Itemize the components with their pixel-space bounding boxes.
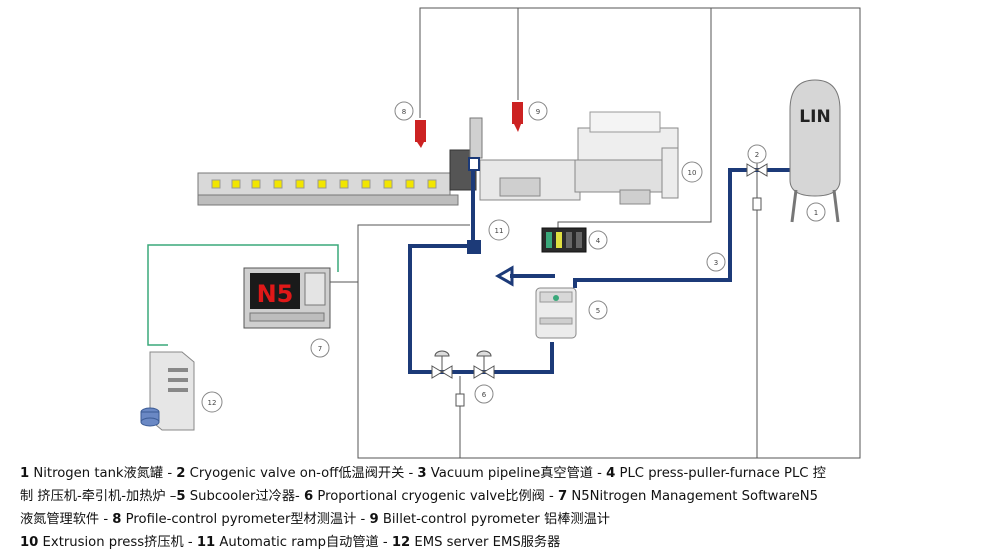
caption-text: PLC press-puller-furnace PLC 控 — [615, 466, 826, 481]
caption-text: N5Nitrogen Management SoftwareN5 — [567, 489, 819, 504]
process-diagram: LIN N5 — [140, 7, 861, 459]
callout-8: 8 — [402, 108, 406, 116]
callout-9: 9 — [536, 108, 540, 116]
caption-number: 1 — [20, 466, 30, 481]
caption-text: Subcooler过冷器- — [185, 489, 304, 504]
caption-text: Nitrogen tank液氮罐 - — [29, 466, 177, 481]
callout-1: 1 — [814, 209, 818, 217]
caption-number: 9 — [369, 512, 379, 527]
automatic-ramp — [467, 240, 481, 254]
caption-line: 1 Nitrogen tank液氮罐 - 2 Cryogenic valve o… — [20, 462, 975, 485]
caption-line: 10 Extrusion press挤压机 - 11 Automatic ram… — [20, 531, 975, 554]
callout-12: 12 — [208, 399, 217, 407]
network-line — [147, 244, 339, 346]
billet-pyrometer — [512, 102, 523, 124]
subcooler — [535, 287, 577, 339]
extrusion-press — [197, 111, 679, 206]
pyrometer-lens-8 — [417, 142, 424, 148]
caption-line: 制 挤压机-牵引机-加热炉 –5 Subcooler过冷器- 6 Proport… — [20, 485, 975, 508]
caption-number: 4 — [606, 466, 616, 481]
vacuum-pipeline — [408, 160, 790, 374]
caption-text: Profile-control pyrometer型材测温计 - — [121, 512, 370, 527]
caption-text: EMS server EMS服务器 — [410, 535, 561, 550]
callout-11: 11 — [495, 227, 504, 235]
caption-text: 液氮管理软件 - — [20, 512, 113, 527]
n5-display: N5 — [257, 280, 294, 308]
callout-2: 2 — [755, 151, 759, 159]
caption-text: Billet-control pyrometer 铝棒测温计 — [378, 512, 610, 527]
caption-text: Automatic ramp自动管道 - — [215, 535, 392, 550]
profile-pyrometer — [415, 120, 426, 142]
callout-4: 4 — [596, 237, 601, 245]
caption-number: 7 — [558, 489, 568, 504]
callout-6: 6 — [482, 391, 487, 399]
callout-10: 10 — [688, 169, 697, 177]
flow-arrow — [494, 265, 514, 287]
callout-5: 5 — [596, 307, 600, 315]
caption-number: 12 — [391, 535, 411, 550]
legend-caption: 1 Nitrogen tank液氮罐 - 2 Cryogenic valve o… — [20, 462, 975, 554]
caption-text: Extrusion press挤压机 - — [38, 535, 197, 550]
nitrogen-tank: LIN — [789, 79, 841, 223]
caption-number: 3 — [417, 466, 427, 481]
caption-text: Vacuum pipeline真空管道 - — [426, 466, 607, 481]
caption-number: 5 — [176, 489, 186, 504]
caption-number: 6 — [303, 489, 314, 504]
caption-text: Cryogenic valve on-off低温阀开关 - — [185, 466, 418, 481]
caption-number: 10 — [20, 535, 39, 550]
plc — [541, 227, 587, 253]
caption-number: 11 — [196, 535, 216, 550]
proportional-valve — [431, 350, 495, 407]
caption-text: 制 挤压机-牵引机-加热炉 – — [20, 489, 177, 504]
caption-number: 8 — [112, 512, 122, 527]
tank-label: LIN — [799, 107, 830, 127]
cryogenic-valve — [746, 160, 768, 211]
caption-line: 液氮管理软件 - 8 Profile-control pyrometer型材测温… — [20, 508, 975, 531]
caption-number: 2 — [176, 466, 186, 481]
n5-controller: N5 — [243, 267, 331, 329]
pyrometer-lens-9 — [514, 124, 521, 132]
callout-7: 7 — [318, 345, 322, 353]
caption-text: Proportional cryogenic valve比例阀 - — [313, 489, 558, 504]
ems-server — [140, 351, 195, 431]
callouts: 1 2 3 4 5 6 7 8 9 10 11 12 — [201, 101, 826, 413]
signal-lines — [330, 7, 861, 459]
billet-conveyor — [211, 179, 437, 189]
callout-3: 3 — [714, 259, 718, 267]
ramp-head — [468, 157, 480, 171]
